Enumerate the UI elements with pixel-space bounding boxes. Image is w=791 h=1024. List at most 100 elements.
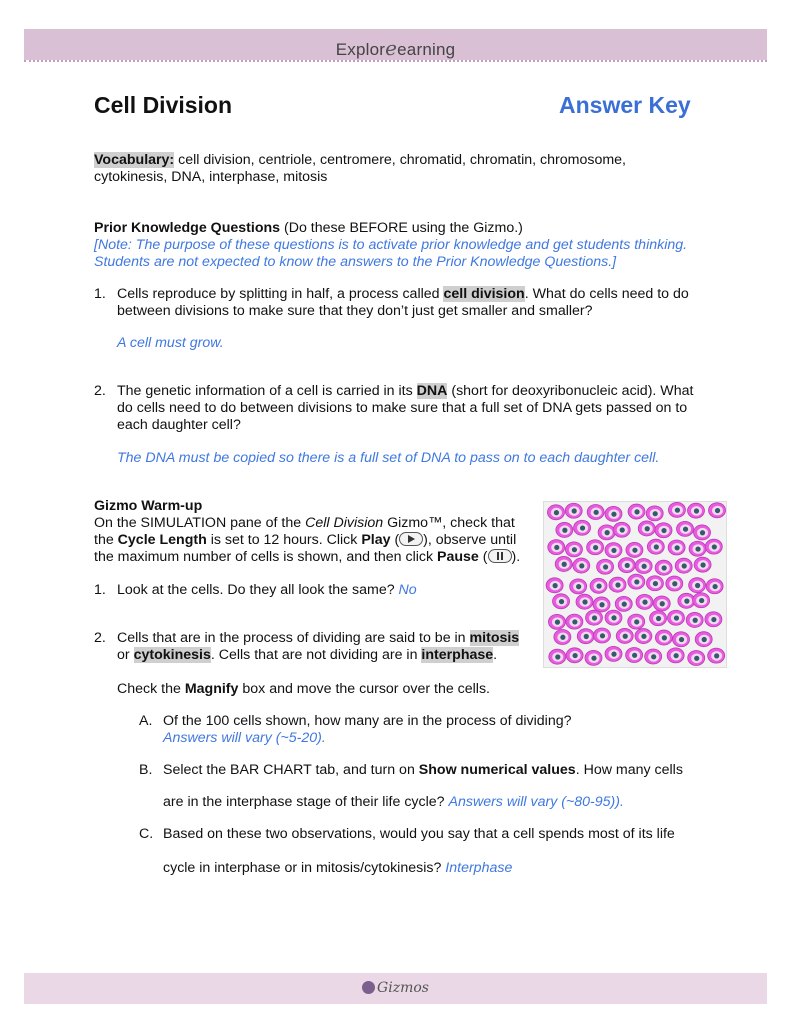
cell bbox=[704, 538, 723, 555]
cell bbox=[693, 524, 711, 541]
prior-q1-answer: A cell must grow. bbox=[117, 335, 224, 351]
cell bbox=[625, 542, 644, 558]
prior-knowledge-heading: Prior Knowledge Questions (Do these BEFO… bbox=[94, 220, 523, 236]
cell bbox=[552, 593, 570, 610]
warmup-b-line-2: are in the interphase stage of their lif… bbox=[163, 794, 624, 810]
cells-simulation-image bbox=[543, 501, 727, 668]
cell bbox=[688, 577, 707, 594]
cell bbox=[637, 520, 656, 537]
cell bbox=[553, 629, 572, 645]
cell bbox=[705, 578, 724, 595]
cell bbox=[645, 505, 664, 522]
prior-note-line-1: [Note: The purpose of these questions is… bbox=[94, 237, 688, 253]
cell bbox=[608, 576, 627, 593]
cell bbox=[672, 631, 690, 648]
cell bbox=[687, 502, 705, 519]
cell bbox=[677, 592, 696, 609]
cell bbox=[572, 557, 591, 574]
cell bbox=[654, 559, 673, 576]
cell bbox=[708, 502, 726, 519]
cells-illustration bbox=[545, 502, 726, 666]
cell bbox=[554, 556, 573, 572]
cell bbox=[604, 505, 623, 522]
cell bbox=[597, 524, 616, 541]
cell bbox=[654, 629, 673, 646]
cell bbox=[584, 650, 603, 666]
cell bbox=[674, 557, 693, 574]
cell bbox=[612, 521, 631, 538]
cell bbox=[547, 539, 566, 556]
cell bbox=[565, 647, 584, 664]
header-divider bbox=[24, 60, 767, 62]
cell bbox=[586, 539, 605, 556]
vocabulary-line-2: cytokinesis, DNA, interphase, mitosis bbox=[94, 169, 328, 185]
prior-q1-line-1: Cells reproduce by splitting in half, a … bbox=[117, 286, 689, 302]
warmup-q2-line-1: Cells that are in the process of dividin… bbox=[117, 630, 520, 646]
cell bbox=[625, 647, 644, 663]
cell bbox=[627, 573, 646, 590]
prior-q1-number: 1. bbox=[94, 286, 106, 302]
header-band: Exploreearning bbox=[24, 29, 767, 60]
cell bbox=[668, 502, 686, 518]
warmup-c-line-1: Based on these two observations, would y… bbox=[163, 826, 675, 842]
cell bbox=[547, 504, 565, 521]
cell bbox=[707, 647, 726, 664]
vocabulary-line-1: Vocabulary: cell division, centriole, ce… bbox=[94, 152, 626, 168]
cell bbox=[646, 575, 664, 592]
cell bbox=[693, 556, 712, 573]
cell bbox=[617, 557, 636, 574]
cell bbox=[585, 609, 603, 626]
cell bbox=[676, 521, 694, 537]
warmup-line-2: the Cycle Length is set to 12 hours. Cli… bbox=[94, 532, 517, 548]
answer-key-label: Answer Key bbox=[559, 92, 691, 118]
cell bbox=[565, 613, 584, 630]
play-icon bbox=[399, 532, 424, 546]
prior-q2-line-2: do cells need to do between divisions to… bbox=[117, 400, 688, 416]
cell bbox=[692, 592, 711, 609]
pause-icon bbox=[487, 549, 512, 563]
warmup-c-line-2: cycle in interphase or in mitosis/cytoki… bbox=[163, 860, 513, 876]
prior-q1-line-2: between divisions to make sure that they… bbox=[117, 303, 593, 319]
warmup-b-letter: B. bbox=[139, 762, 153, 778]
warmup-b-line-1: Select the BAR CHART tab, and turn on Sh… bbox=[163, 762, 683, 778]
gizmos-logo: Gizmos bbox=[24, 980, 767, 996]
warmup-q2-number: 2. bbox=[94, 630, 106, 646]
cell bbox=[634, 628, 653, 644]
magnify-instruction: Check the Magnify box and move the curso… bbox=[117, 681, 490, 697]
page-title: Cell Division bbox=[94, 92, 233, 118]
cell bbox=[649, 610, 667, 627]
cell bbox=[615, 628, 634, 644]
cell bbox=[555, 522, 574, 538]
prior-q2-number: 2. bbox=[94, 383, 106, 399]
cell bbox=[666, 647, 685, 664]
cell bbox=[569, 578, 588, 595]
warmup-c-letter: C. bbox=[139, 826, 154, 842]
warmup-b-answer: Answers will vary (~80-95)). bbox=[448, 794, 624, 810]
cell bbox=[548, 648, 567, 665]
cell bbox=[586, 504, 605, 520]
cell bbox=[688, 540, 707, 557]
cell bbox=[548, 613, 566, 630]
prior-q2-line-3: each daughter cell? bbox=[117, 417, 241, 433]
warmup-line-1: On the SIMULATION pane of the Cell Divis… bbox=[94, 515, 515, 531]
cell bbox=[687, 650, 706, 666]
cell bbox=[667, 539, 686, 556]
cell bbox=[565, 541, 583, 558]
cell bbox=[627, 613, 646, 630]
cell bbox=[593, 627, 611, 644]
cell bbox=[604, 609, 623, 626]
warmup-q1-answer: No bbox=[398, 582, 417, 598]
cell bbox=[646, 538, 665, 555]
prior-note-line-2: Students are not expected to know the an… bbox=[94, 254, 617, 270]
prior-q2-line-1: The genetic information of a cell is car… bbox=[117, 383, 694, 399]
cell bbox=[685, 612, 704, 628]
warmup-a-letter: A. bbox=[139, 713, 153, 729]
cell bbox=[573, 519, 591, 536]
cell bbox=[627, 503, 646, 520]
vocabulary-label: Vocabulary: bbox=[94, 152, 175, 168]
warmup-a-text: Of the 100 cells shown, how many are in … bbox=[163, 713, 572, 729]
cell bbox=[667, 609, 685, 626]
cell bbox=[665, 575, 684, 592]
prior-q2-answer: The DNA must be copied so there is a ful… bbox=[117, 450, 660, 466]
warmup-a-answer: Answers will vary (~5-20). bbox=[163, 730, 326, 746]
